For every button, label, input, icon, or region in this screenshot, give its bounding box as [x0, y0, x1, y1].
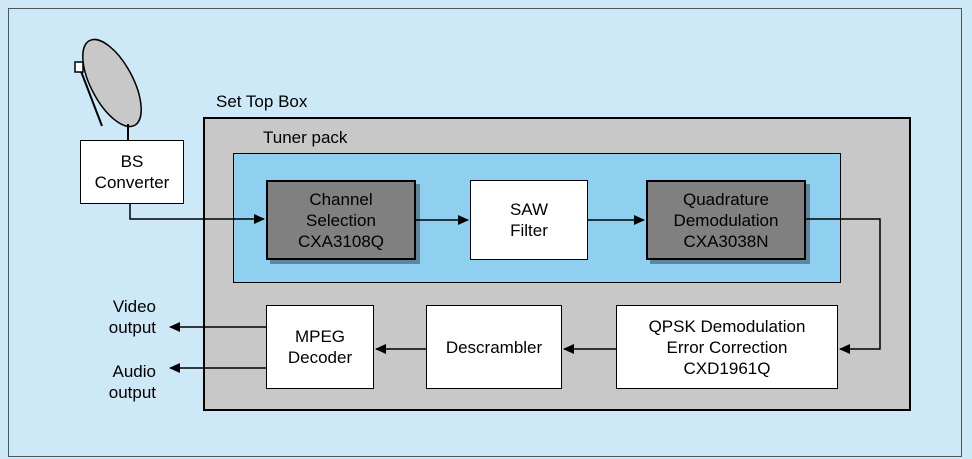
set-top-box-label: Set Top Box [216, 92, 308, 111]
tuner-pack-label: Tuner pack [263, 128, 348, 147]
diagram-border [8, 8, 962, 457]
mpeg-decoder-block: MPEG Decoder [266, 305, 374, 389]
audio-output-label: Audio output [108, 362, 156, 402]
satellite-dish-icon [74, 38, 142, 140]
bs-converter-block: BS Converter [80, 140, 184, 204]
video-output-label: Video output [108, 297, 156, 337]
descrambler-block: Descrambler [426, 305, 562, 389]
quadrature-to-qpsk-connector [806, 218, 881, 354]
qpsk-demodulation-block: QPSK Demodulation Error Correction CXD19… [616, 305, 838, 389]
bs-to-channel-connector [129, 204, 265, 224]
quadrature-demodulation-block: Quadrature Demodulation CXA3038N [646, 180, 806, 260]
saw-filter-block: SAW Filter [470, 180, 588, 260]
channel-selection-block: Channel Selection CXA3108Q [266, 180, 416, 260]
